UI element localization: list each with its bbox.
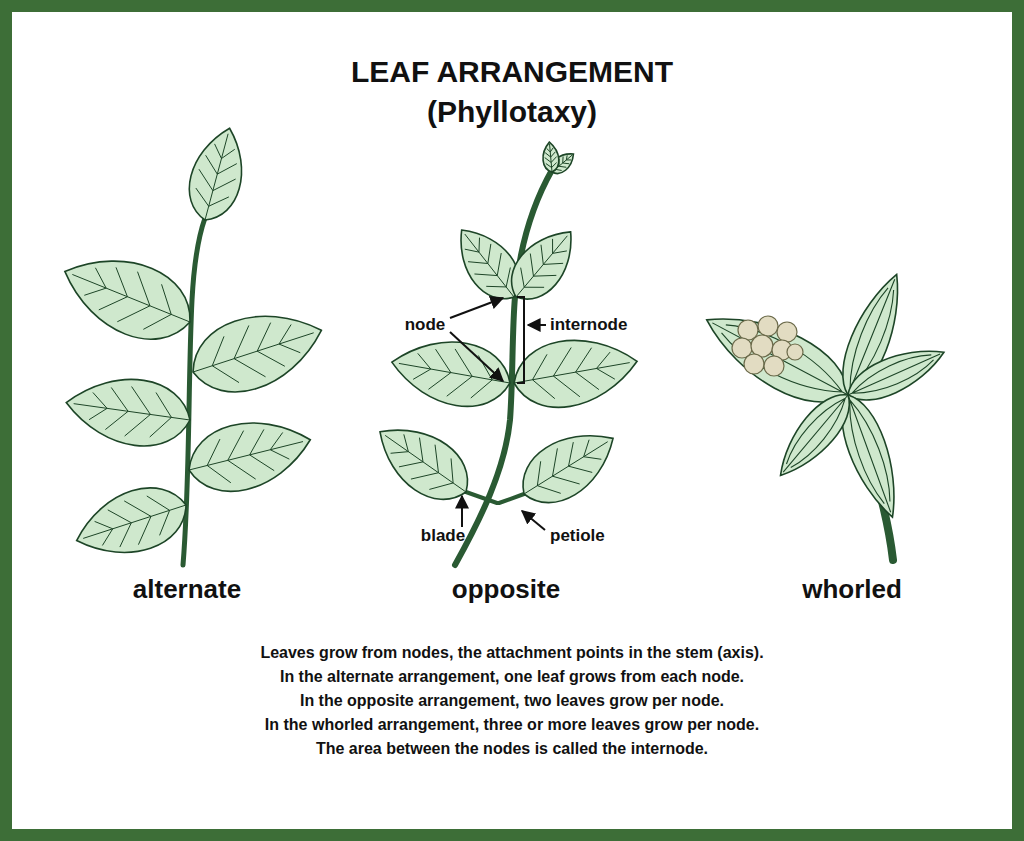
alternate-plant <box>52 122 333 569</box>
caption-line: Leaves grow from nodes, the attachment p… <box>260 643 763 662</box>
caption-line: The area between the nodes is called the… <box>316 739 708 758</box>
caption-line: In the opposite arrangement, two leaves … <box>300 691 724 710</box>
part-label: internode <box>550 315 627 335</box>
opposite-plant <box>364 141 643 565</box>
arrangement-label: alternate <box>133 574 241 605</box>
caption-line: In the alternate arrangement, one leaf g… <box>280 667 744 686</box>
part-label: node <box>405 315 446 335</box>
caption-line: In the whorled arrangement, three or mor… <box>265 715 759 734</box>
arrangement-label: whorled <box>802 574 902 605</box>
part-label: petiole <box>550 526 605 546</box>
title: LEAF ARRANGEMENT (Phyllotaxy) <box>322 52 702 132</box>
arrangement-label: opposite <box>452 574 560 605</box>
whorled-plant <box>693 268 951 560</box>
part-label: blade <box>421 526 465 546</box>
